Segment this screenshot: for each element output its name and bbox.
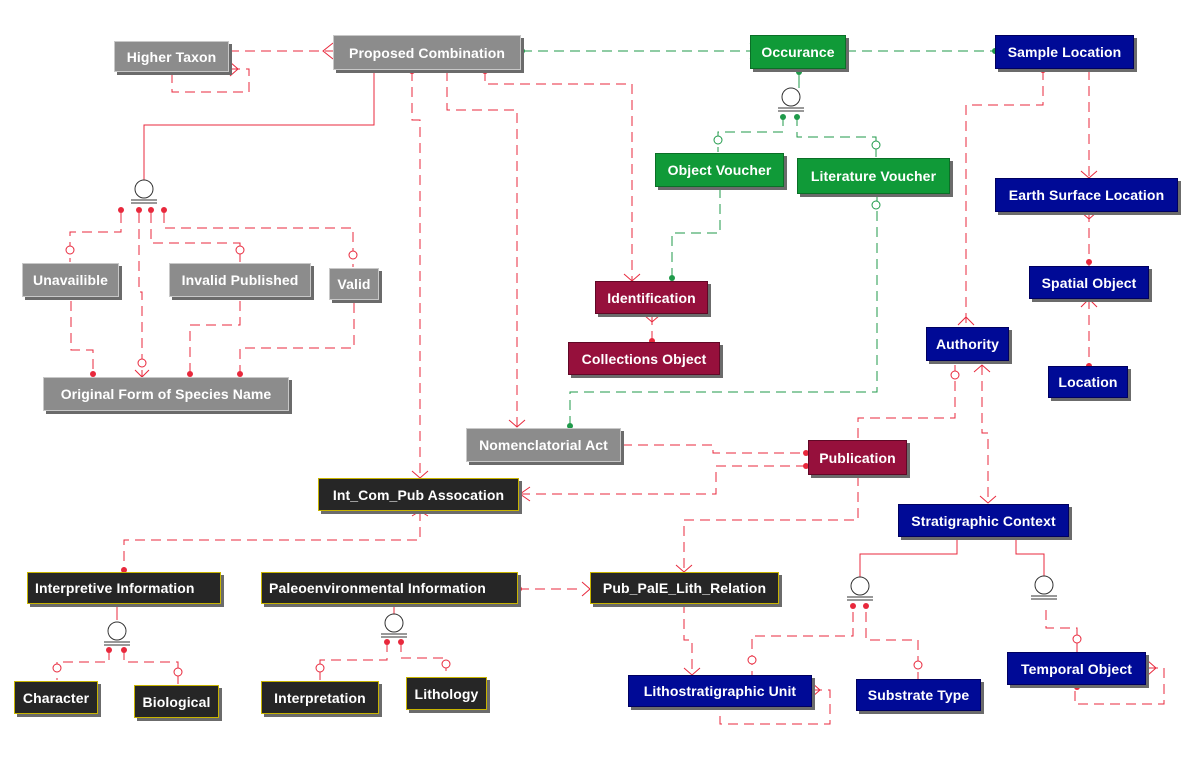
link-intcompub-interpretive [123,511,421,570]
entity-int-com-pub-assocation[interactable]: Int_Com_Pub Assocation [318,478,519,511]
entity-authority[interactable]: Authority [926,327,1009,361]
entity-unavailible[interactable]: Unavailible [22,263,119,297]
discriminator-occurance [781,87,801,107]
link-sub-substrate [865,612,919,679]
link-sub-temporal [1045,610,1078,652]
link-highertaxon-self [171,68,250,93]
link-proposed-intcompub [411,71,421,478]
entity-proposed-combination[interactable]: Proposed Combination [333,35,521,70]
link-strat-litho-solid [859,537,958,578]
entity-lithology[interactable]: Lithology [406,677,487,710]
link-unavailible-original [70,301,94,377]
entity-publication[interactable]: Publication [808,440,907,475]
entity-paleoenvironmental-information[interactable]: Paleoenvironmental Information [261,572,518,604]
link-pubpale-litho [683,603,693,675]
link-litvoucher-nomact [569,195,878,427]
link-proposed-identification [484,71,633,281]
link-proposed-discriminator [143,71,375,180]
link-strat-temporal-solid [1015,537,1045,578]
entity-collections-object[interactable]: Collections Object [568,342,720,375]
entity-invalid-published[interactable]: Invalid Published [169,263,311,297]
link-publication-pubpale [683,476,859,572]
link-sub-litho [751,612,854,676]
entity-lithostratigraphic-unit[interactable]: Lithostratigraphic Unit [628,675,812,707]
entity-spatial-object[interactable]: Spatial Object [1029,266,1149,299]
entity-biological[interactable]: Biological [134,685,219,718]
entity-location[interactable]: Location [1048,366,1128,398]
entity-valid[interactable]: Valid [329,268,379,300]
link-sub-character [56,650,110,680]
link-sub-original [138,213,143,377]
link-authority-strat [981,365,989,503]
discriminator-proposed [134,179,154,199]
link-strat-temporal-disc [1015,537,1045,578]
discriminator-interpretive [107,621,127,641]
entity-identification[interactable]: Identification [595,281,708,314]
discriminator-strat-right [1034,575,1054,595]
entity-substrate-type[interactable]: Substrate Type [856,679,981,711]
link-invalid-original [189,301,241,377]
link-sub-interpretation [319,642,388,680]
discriminator-paleo [384,613,404,633]
link-strat-litho-disc [859,537,958,578]
link-valid-original [239,303,355,377]
link-intcompub-publication [520,465,806,495]
entity-interpretive-information[interactable]: Interpretive Information [27,572,221,604]
link-proposed-nomact [446,71,518,427]
entity-original-form[interactable]: Original Form of Species Name [43,377,289,411]
entity-temporal-object[interactable]: Temporal Object [1007,652,1146,685]
entity-pub-pale-lith-relation[interactable]: Pub_PalE_Lith_Relation [590,572,779,604]
link-temporal-self [1074,667,1165,705]
entity-higher-taxon[interactable]: Higher Taxon [114,41,229,72]
link-sub-valid [163,213,354,267]
link-nomact-publication [622,444,806,454]
entity-interpretation[interactable]: Interpretation [261,681,379,714]
entity-earth-surface-location[interactable]: Earth Surface Location [995,178,1178,212]
link-litho-self [719,689,831,725]
entity-sample-location[interactable]: Sample Location [995,35,1134,69]
entity-stratigraphic-context[interactable]: Stratigraphic Context [898,504,1069,537]
entity-character[interactable]: Character [14,681,98,714]
link-sub-unavailible [69,213,122,262]
link-authority-publication [857,365,956,441]
link-sample-authority [965,70,1044,325]
link-disc-litvoucher [796,116,877,157]
entity-object-voucher[interactable]: Object Voucher [655,153,784,187]
discriminator-strat-left [850,576,870,596]
entity-nomenclatorial-act[interactable]: Nomenclatorial Act [466,428,621,462]
entity-literature-voucher[interactable]: Literature Voucher [797,158,950,194]
link-disc-objectvoucher [717,116,784,152]
link-sub-lithology [400,642,447,676]
link-objectvoucher-identification [671,188,721,281]
entity-occurance[interactable]: Occurance [750,35,846,69]
link-sub-biological [123,650,179,684]
